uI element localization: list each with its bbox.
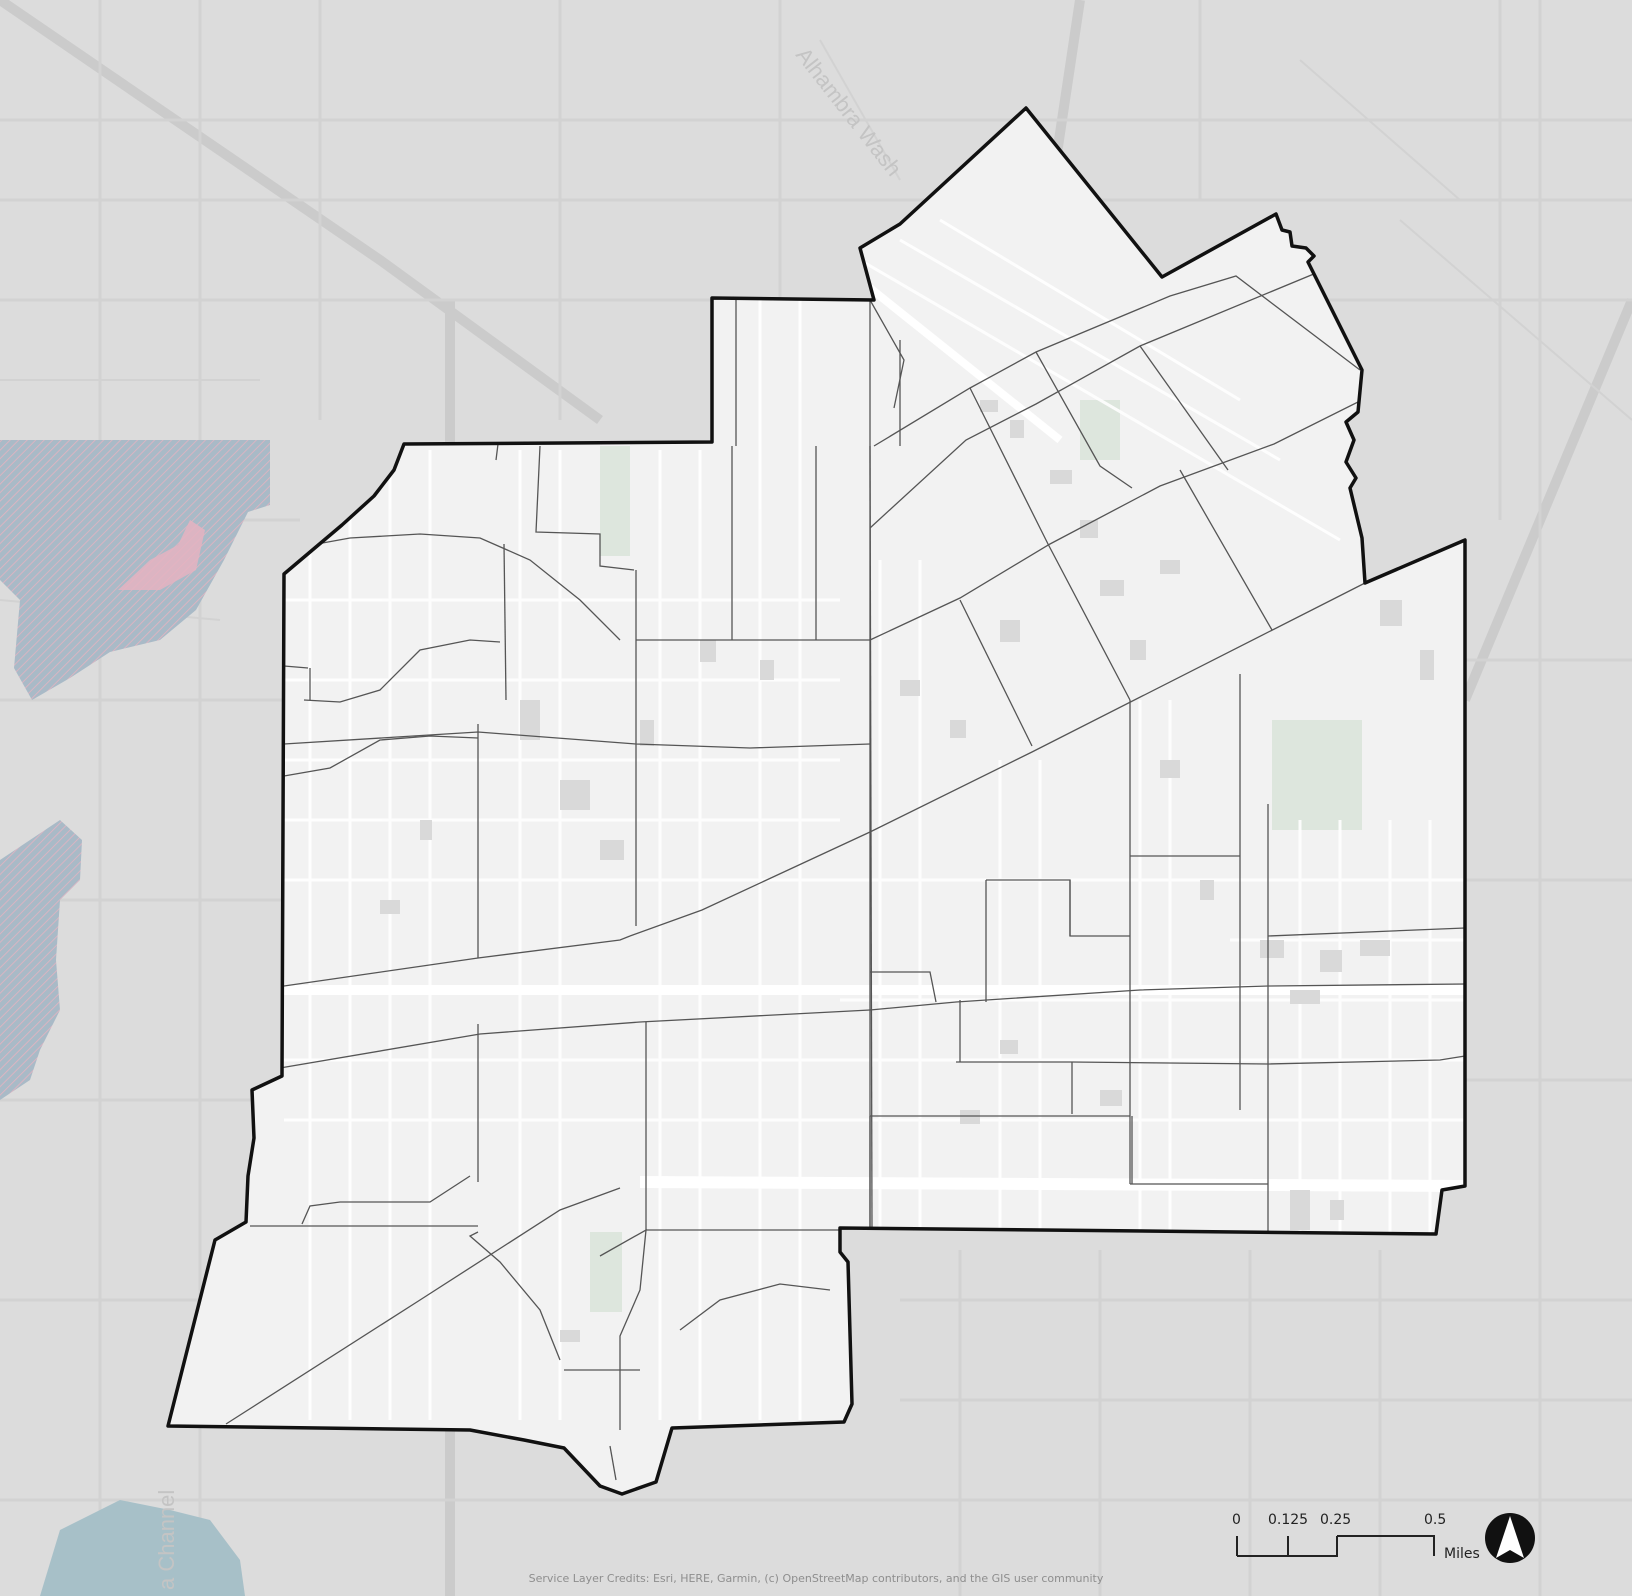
city-area [166, 106, 1467, 1496]
scale-unit-label: Miles [1444, 1546, 1480, 1562]
park [600, 446, 630, 556]
scale-tick-label: 0.125 [1268, 1512, 1308, 1528]
park [590, 1232, 622, 1312]
scale-tick-label: 0.25 [1320, 1512, 1351, 1528]
scale-bar-line [1236, 1535, 1435, 1557]
channel-label: a Channel [154, 1490, 179, 1590]
restricted-patch [118, 520, 205, 590]
scale-tick-label: 0.5 [1424, 1512, 1446, 1528]
park [1272, 720, 1362, 830]
park [1080, 400, 1120, 460]
water-features [0, 440, 270, 1596]
street-network [225, 253, 1465, 1481]
reservoir-bottom [40, 1500, 245, 1596]
reservoir-upper-left [0, 440, 270, 700]
north-arrow-icon [1485, 1513, 1535, 1563]
scale-tick-label: 0 [1232, 1512, 1241, 1528]
service-layer-credits: Service Layer Credits: Esri, HERE, Garmi… [528, 1572, 1104, 1585]
scale-bar: 0 0.125 0.25 0.5 Miles [1232, 1512, 1480, 1562]
reservoir-left [0, 820, 82, 1100]
city-boundary [166, 106, 1467, 1496]
